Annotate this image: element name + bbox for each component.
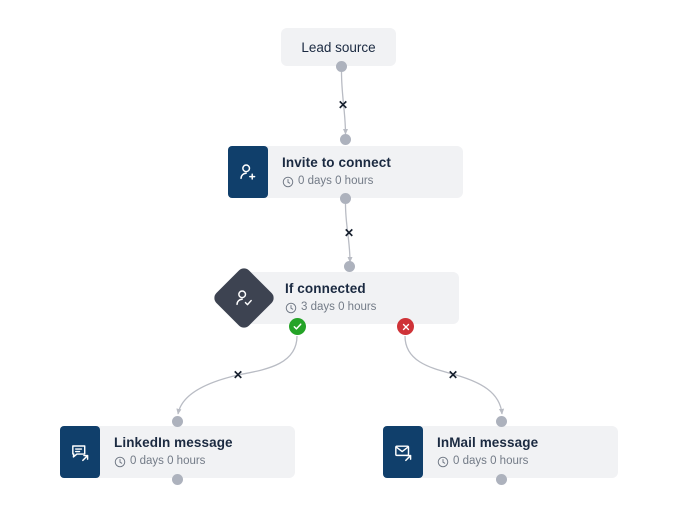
- edge-delete-no-to-inmail[interactable]: ✕: [447, 368, 459, 382]
- yes-branch-badge[interactable]: [289, 318, 306, 335]
- envelope-arrow-icon: [383, 426, 423, 478]
- no-branch-badge[interactable]: [397, 318, 414, 335]
- port-inmail-message-out[interactable]: [496, 474, 507, 485]
- clock-icon: [282, 176, 294, 188]
- node-linkedin-message-title: LinkedIn message: [114, 434, 233, 450]
- clock-icon: [437, 456, 449, 468]
- port-invite-to-connect-in[interactable]: [340, 134, 351, 145]
- node-invite-to-connect-body: Invite to connect 0 days 0 hours: [268, 146, 463, 198]
- close-icon: [402, 323, 409, 330]
- node-linkedin-message-body: LinkedIn message 0 days 0 hours: [100, 426, 295, 478]
- node-if-connected-title: If connected: [285, 280, 366, 296]
- node-inmail-message-title: InMail message: [437, 434, 539, 450]
- node-if-connected-shape[interactable]: [211, 265, 277, 331]
- person-check-icon: [233, 287, 255, 309]
- port-if-connected-in[interactable]: [344, 261, 355, 272]
- port-lead-source-out[interactable]: [336, 61, 347, 72]
- edge-delete-invite-to-condition[interactable]: ✕: [343, 226, 355, 240]
- edge-delete-lead-to-invite[interactable]: ✕: [337, 98, 349, 112]
- port-linkedin-message-out[interactable]: [172, 474, 183, 485]
- node-linkedin-message-delay: 0 days 0 hours: [114, 454, 295, 469]
- node-invite-to-connect[interactable]: Invite to connect 0 days 0 hours: [228, 146, 463, 198]
- node-linkedin-message[interactable]: LinkedIn message 0 days 0 hours: [60, 426, 295, 478]
- port-inmail-message-in[interactable]: [496, 416, 507, 427]
- node-invite-to-connect-delay-text: 0 days 0 hours: [298, 175, 374, 188]
- port-linkedin-message-in[interactable]: [172, 416, 183, 427]
- port-invite-to-connect-out[interactable]: [340, 193, 351, 204]
- node-invite-to-connect-title: Invite to connect: [282, 154, 391, 170]
- node-linkedin-message-delay-text: 0 days 0 hours: [130, 455, 206, 468]
- check-icon: [293, 323, 302, 330]
- edge-delete-yes-to-linkedin[interactable]: ✕: [232, 368, 244, 382]
- node-inmail-message-body: InMail message 0 days 0 hours: [423, 426, 618, 478]
- node-if-connected-delay: 3 days 0 hours: [285, 300, 459, 315]
- clock-icon: [285, 302, 297, 314]
- node-if-connected-delay-text: 3 days 0 hours: [301, 301, 377, 314]
- node-if-connected[interactable]: If connected 3 days 0 hours: [244, 272, 459, 324]
- clock-icon: [114, 456, 126, 468]
- person-add-icon: [228, 146, 268, 198]
- node-if-connected-body: If connected 3 days 0 hours: [244, 272, 459, 324]
- node-lead-source-title: Lead source: [301, 39, 376, 55]
- chat-bubble-arrow-icon: [60, 426, 100, 478]
- node-inmail-message-delay: 0 days 0 hours: [437, 454, 618, 469]
- node-inmail-message-delay-text: 0 days 0 hours: [453, 455, 529, 468]
- node-invite-to-connect-delay: 0 days 0 hours: [282, 174, 463, 189]
- node-inmail-message[interactable]: InMail message 0 days 0 hours: [383, 426, 618, 478]
- node-lead-source[interactable]: Lead source: [281, 28, 396, 66]
